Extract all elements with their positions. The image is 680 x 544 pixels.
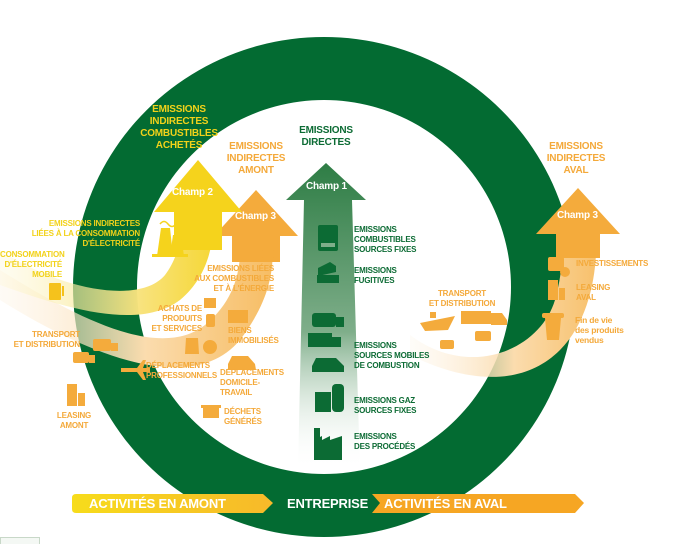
gas-plant-icon (315, 384, 344, 412)
scope3-item-downstream-leasing: LEASING AVAL (576, 283, 611, 302)
scope2-item-mobile-electricity: CONSOMMATION D'ÉLECTRICITÉ MOBILE (0, 250, 65, 279)
scope3-downstream-heading: EMISSIONS INDIRECTES AVAL (546, 141, 606, 176)
power-plant-icon (152, 220, 188, 257)
oil-pump-icon (236, 237, 254, 260)
coal-cart-icon (262, 250, 274, 262)
scope3-item-downstream-transport: TRANSPORT ET DISTRIBUTION (428, 289, 496, 308)
scope3-downstream-arrowhead (536, 188, 620, 258)
scope3-item-investments: INVESTISSEMENTS (576, 259, 649, 268)
scope1-item-stationary-combustion: EMISSIONS COMBUSTIBLES SOURCES FIXES (354, 225, 417, 254)
computer-icon (204, 298, 216, 308)
airplane-icon (121, 360, 150, 380)
scope1-item-fugitive: EMISSIONS FUGITIVES (354, 266, 397, 285)
scope3-downstream-arrow-label: Champ 3 (557, 210, 598, 221)
factory-icon (314, 428, 342, 460)
scope3-upstream-swoosh (0, 198, 290, 368)
scope2-arrow-label: Champ 2 (172, 187, 213, 198)
scope1-item-mobile-combustion: EMISSIONS SOURCES MOBILES DE COMBUSTION (354, 341, 430, 370)
scope3-item-fuel-energy: EMISSIONS LIÉES AUX COMBUSTIBLES ET À L'… (194, 264, 274, 293)
company-label: ENTREPRISE (287, 496, 369, 511)
scope3-upstream-arrowhead (214, 190, 298, 262)
scope3-item-business-travel: DÉPLACEMENTS PROFESSIONNELS (146, 361, 217, 380)
scope1-heading: EMISSIONS DIRECTES (299, 125, 353, 148)
scope2-heading: EMISSIONS INDIRECTES COMBUSTIBLES ACHETÉ… (140, 104, 218, 151)
scope2-arrowhead (154, 160, 242, 250)
scope1-item-gas-fixed: EMISSIONS GAZ SOURCES FIXES (354, 396, 417, 415)
scope1-item-process: EMISSIONS DES PROCÉDÉS (354, 432, 416, 451)
corner-tab (0, 537, 40, 544)
waste-cart-icon (201, 405, 221, 418)
scope3-item-capital-goods: BIENS IMMOBILISÉS (228, 326, 279, 345)
delivery-truck-icon (73, 339, 118, 363)
shopping-bag-icon (185, 338, 217, 354)
ev-charger-icon (49, 283, 64, 300)
small-car-icon (312, 358, 344, 372)
trash-bin-icon (542, 313, 564, 340)
downstream-bar (372, 494, 584, 513)
truck-trailer-icon (461, 311, 507, 325)
van-icon (440, 331, 491, 349)
downstream-activities-label: ACTIVITÉS EN AVAL (384, 496, 507, 511)
scope3-item-end-of-life: Fin de vie des produits vendus (575, 315, 624, 345)
ship-icon (420, 312, 455, 331)
scope3-item-purchases: ACHATS DE PRODUITS ET SERVICES (151, 304, 202, 333)
upstream-bar (72, 494, 273, 513)
tanker-truck-icon (308, 333, 341, 347)
scope3-item-upstream-leasing: LEASING AMONT (56, 411, 92, 430)
upstream-activities-label: ACTIVITÉS EN AMONT (89, 496, 226, 511)
boiler-icon (318, 225, 338, 251)
building-aval-icon (548, 280, 565, 300)
scope1-arrow-label: Champ 1 (306, 181, 347, 192)
scope2-item-electricity: EMISSIONS INDIRECTES LIÉES À LA CONSOMMA… (31, 219, 140, 248)
scope3-item-upstream-transport: TRANSPORT ET DISTRIBUTION (13, 330, 81, 349)
trash-can-icon (206, 314, 215, 327)
radiator-icon (228, 310, 248, 323)
garbage-truck-icon (312, 313, 344, 327)
building-icon (67, 384, 85, 406)
scope3-upstream-arrow-label: Champ 3 (235, 211, 276, 222)
investment-icon (548, 257, 570, 277)
car-icon (228, 356, 256, 370)
dump-truck-icon (317, 262, 339, 283)
scope3-upstream-heading: EMISSIONS INDIRECTES AMONT (226, 141, 286, 176)
scope3-item-waste: DÉCHETS GÉNÉRÉS (224, 407, 262, 426)
scope3-item-commuting: DÉPLACEMENTS DOMICILE- TRAVAIL (220, 368, 284, 397)
